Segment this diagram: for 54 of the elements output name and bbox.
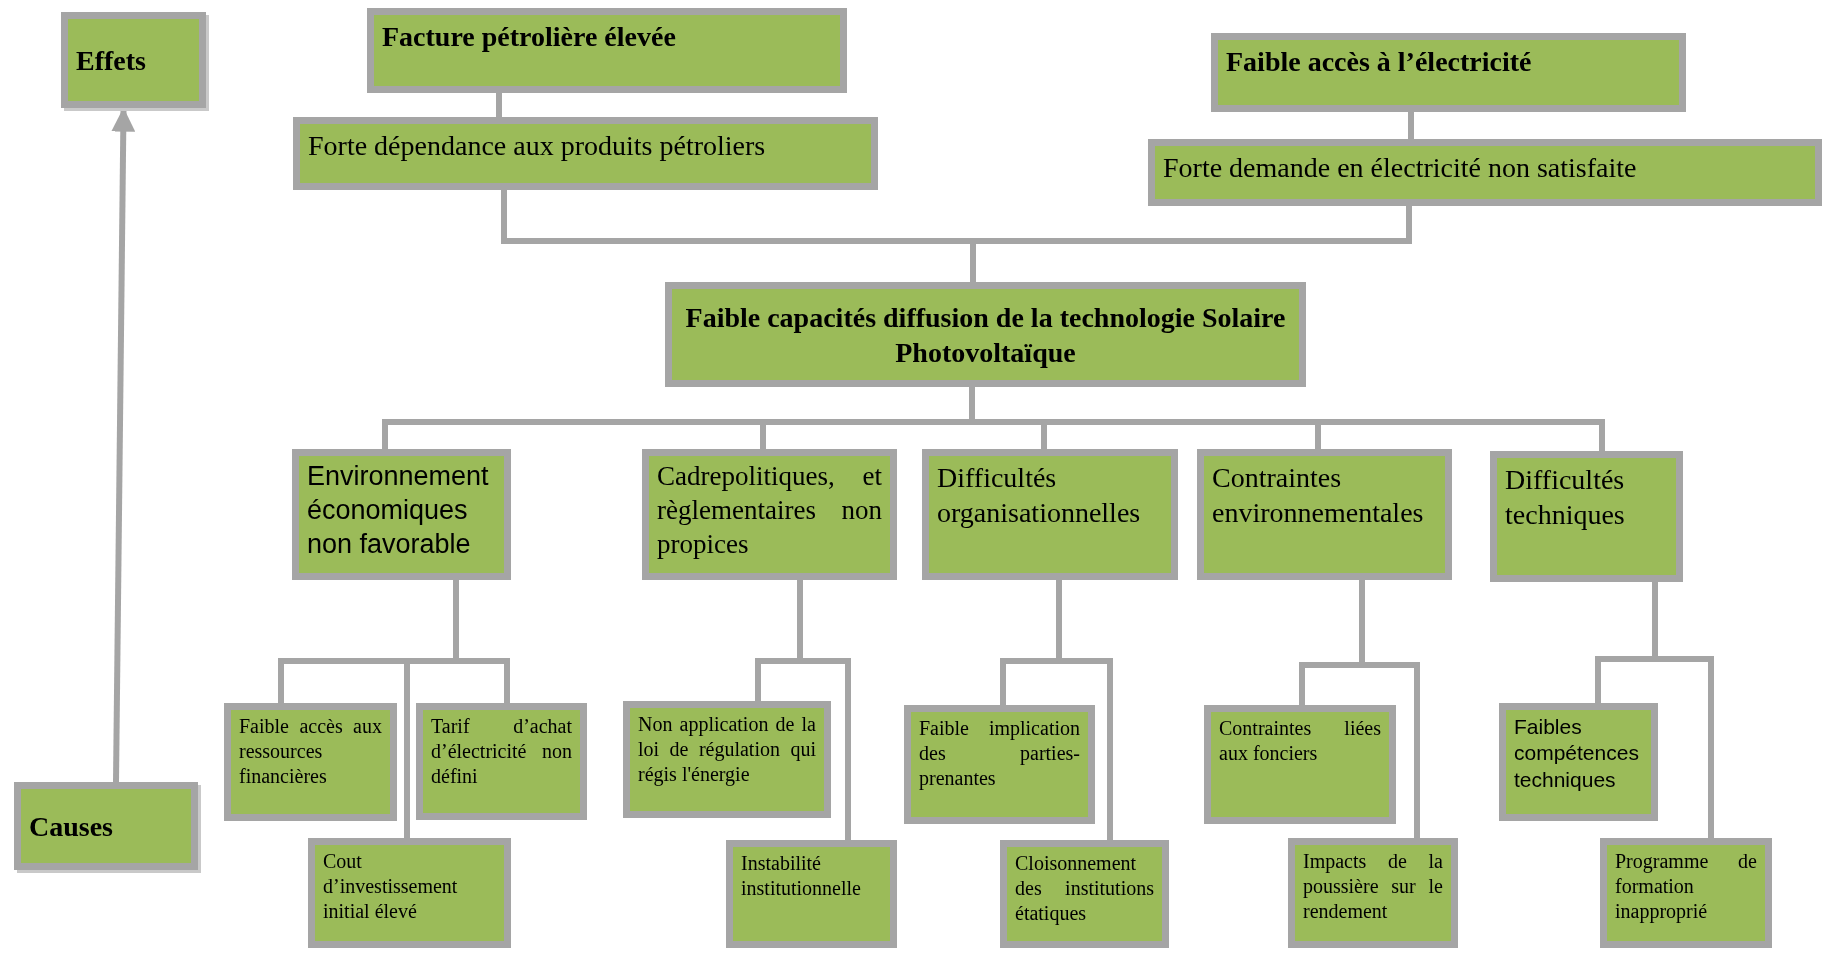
box-text: Faible accès aux ressources financières	[239, 714, 382, 789]
connector-line	[496, 93, 502, 117]
cause-category-box	[1490, 451, 1683, 582]
cause-category-box	[292, 449, 511, 580]
cause-box	[904, 705, 1095, 824]
box-text: Non application de la loi de régulation qui régis l'énergie	[638, 712, 816, 787]
effect-box	[293, 117, 878, 190]
connector-line	[1652, 582, 1714, 838]
box-text: Forte dépendance aux produits pétroliers	[308, 129, 767, 163]
connector-line	[1056, 580, 1113, 840]
box-text: Cadrepolitiques, et règlementaires non propices	[657, 460, 882, 561]
connector-line	[1359, 580, 1420, 838]
effect-box	[1211, 33, 1686, 112]
cause-box	[1499, 703, 1658, 821]
box-text: Faibles compétences techniques	[1514, 714, 1640, 793]
connector-line	[1408, 112, 1414, 139]
cause-box	[1288, 838, 1458, 948]
connector-line	[970, 206, 1412, 282]
box-text: Causes	[29, 809, 114, 844]
box-text: Difficultés techniques	[1505, 463, 1626, 532]
cause-box	[224, 703, 397, 821]
box-text: Difficultés organisationnelles	[937, 461, 1142, 530]
box-text: Instabilité institutionnelle	[741, 851, 862, 901]
cause-box	[1000, 840, 1169, 948]
cause-box	[726, 840, 897, 948]
box-text: Tarif d’achat d’électricité non défini	[431, 714, 572, 789]
connector-line	[404, 580, 459, 838]
box-text: Forte demande en électricité non satisfaite	[1163, 151, 1638, 185]
cause-box	[623, 701, 831, 818]
box-text: Cloisonnement des institutions étatiques	[1015, 851, 1154, 926]
effect-box	[367, 8, 847, 93]
box-text: Faible capacités diffusion de la technologie Solaire Photovoltaïque	[684, 300, 1287, 370]
box-text: Environnement économiques non favorable	[307, 460, 490, 561]
central-problem-box	[665, 282, 1306, 387]
box-text: Faible implication des parties-prenantes	[919, 716, 1080, 791]
causes-box	[14, 782, 198, 870]
box-text: Impacts de la poussière sur le rendement	[1303, 849, 1443, 924]
cause-box	[1204, 705, 1396, 824]
box-text: Cout d’investissement initial élevé	[323, 849, 459, 924]
box-text: Faible accès à l’électricité	[1226, 45, 1533, 79]
connector-line	[797, 580, 851, 840]
cause-category-box	[642, 449, 897, 580]
effect-box	[1148, 139, 1822, 206]
cause-box	[308, 838, 511, 948]
effects-box	[61, 12, 206, 108]
cause-category-box	[1197, 449, 1452, 580]
box-text: Contraintes liées aux fonciers	[1219, 716, 1381, 766]
box-text: Facture pétrolière élevée	[382, 20, 677, 54]
cause-box	[416, 703, 587, 820]
box-text: Programme de formation inapproprié	[1615, 849, 1757, 924]
box-text: Effets	[76, 43, 147, 78]
cause-category-box	[922, 449, 1178, 580]
cause-box	[1600, 838, 1772, 948]
box-text: Contraintes environnementales	[1212, 461, 1425, 530]
